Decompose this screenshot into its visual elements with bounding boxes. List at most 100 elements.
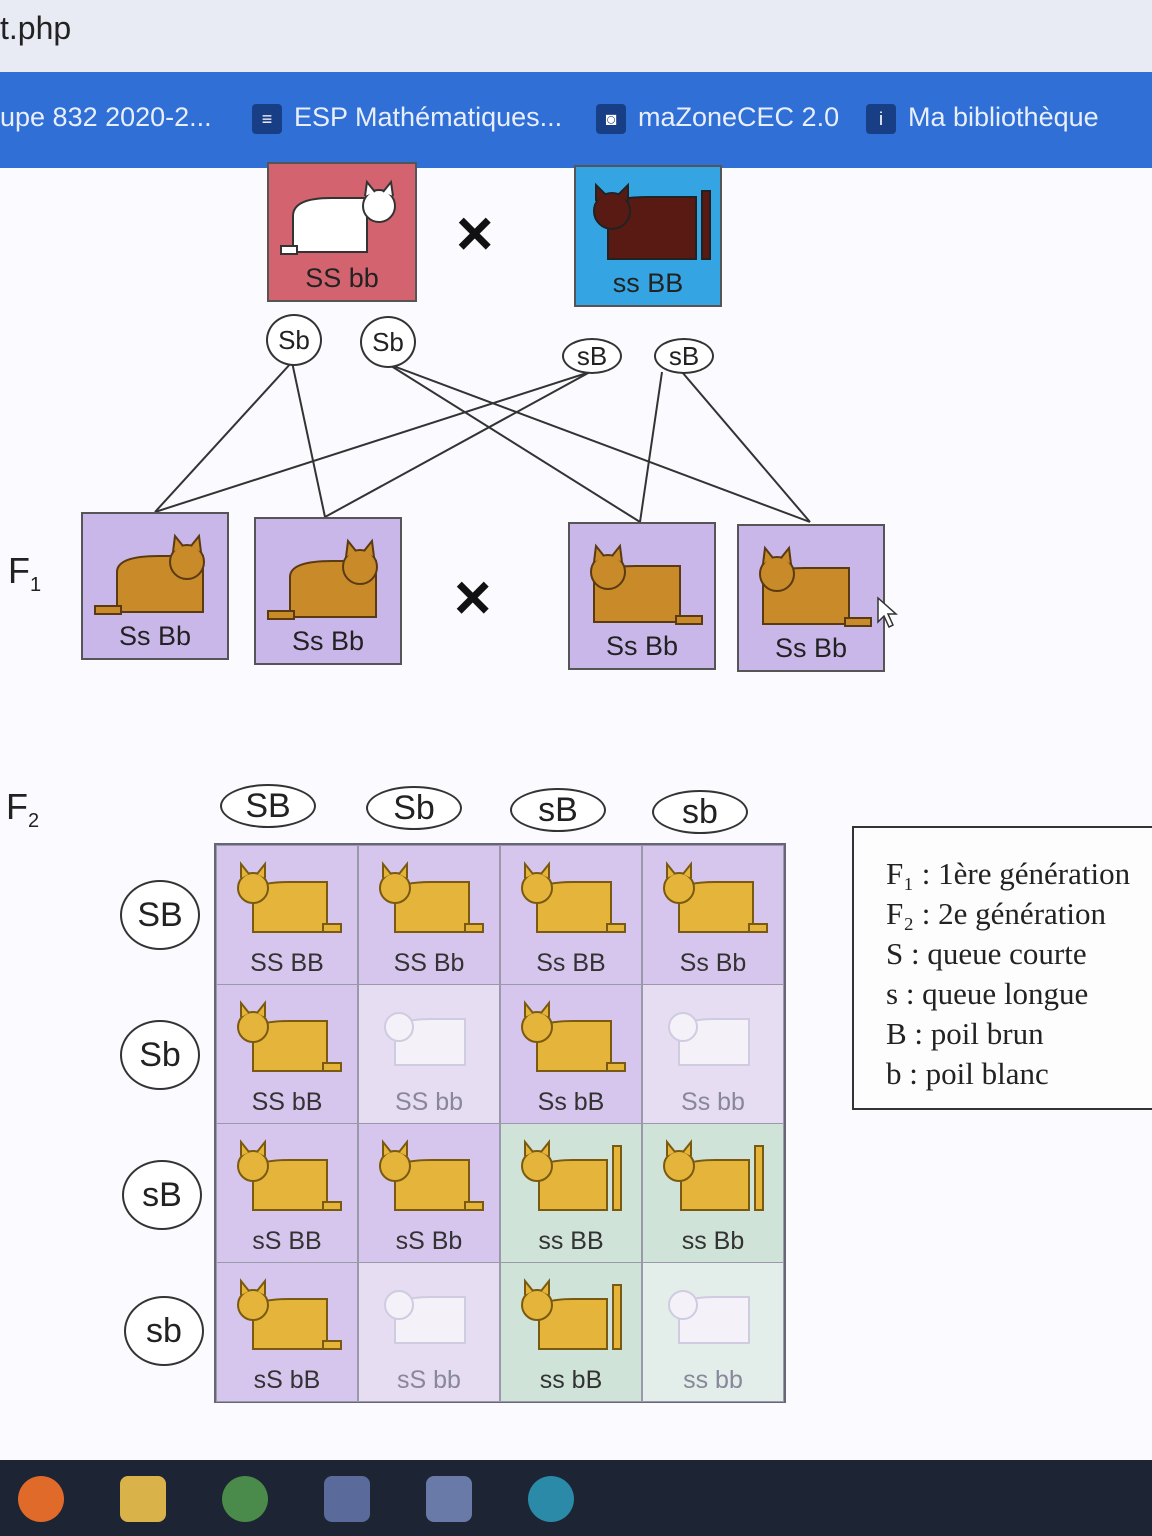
dark-cat-icon <box>593 182 711 260</box>
camera-icon: ◙ <box>596 103 626 134</box>
gold-cat-long-tail-icon <box>663 1139 764 1211</box>
gold-cat-long-tail-icon <box>521 1278 622 1350</box>
genotype-label: ss bb <box>683 1366 743 1394</box>
gold-cat-long-tail-icon <box>521 1139 622 1211</box>
punnett-cell: sS bB <box>216 1262 358 1402</box>
punnett-cell: ss Bb <box>642 1123 784 1263</box>
gold-cat-short-tail-icon <box>237 1278 342 1350</box>
genotype-label: sS bB <box>253 1366 321 1394</box>
genotype-label: Ss Bb <box>679 949 747 977</box>
genotype-label: Ss Bb <box>605 631 679 661</box>
punnett-cell: ss BB <box>500 1123 642 1263</box>
firefox-icon[interactable] <box>18 1476 64 1522</box>
cross-symbol: × <box>456 197 494 269</box>
gamete-col-sb: sb <box>652 790 748 834</box>
genotype-label: Ss BB <box>536 949 606 977</box>
f1-card: Ss Bb <box>568 522 716 670</box>
genotype-label: ss BB <box>612 268 684 298</box>
genotype-label: SS bb <box>305 263 379 293</box>
punnett-cell: ss bb <box>642 1262 784 1402</box>
page-url[interactable]: t.php <box>0 10 72 46</box>
gamete-parent-sb-2: Sb <box>360 316 416 368</box>
f1-card: Ss Bb <box>737 524 885 672</box>
legend-item: b : poil blanc <box>886 1056 1049 1091</box>
library-icon: i <box>866 103 896 134</box>
legend-item: F₂ : 2e génération <box>886 896 1106 931</box>
gamete-row-Sb: Sb <box>120 1020 200 1090</box>
bookmark-mazonecec[interactable]: ◙ maZoneCEC 2.0 <box>596 102 839 134</box>
punnett-cell: SS Bb <box>358 845 500 985</box>
mouse-cursor-icon <box>877 596 898 629</box>
f1-card: Ss Bb <box>81 512 229 660</box>
genotype-label: ss Bb <box>681 1227 745 1255</box>
brown-cat-icon <box>267 538 378 620</box>
faded-cat-icon <box>384 1290 466 1344</box>
punnett-cell: ss bB <box>500 1262 642 1402</box>
bookmark-esp-mathematiques[interactable]: ≡ESP Mathématiques... <box>252 102 562 134</box>
genotype-label: SS bB <box>251 1088 323 1116</box>
punnett-cell: SS bB <box>216 984 358 1124</box>
browser-titlebar: t.php <box>0 0 1152 72</box>
punnett-cell: Ss bB <box>500 984 642 1124</box>
legend-item: F₁ : 1ère génération <box>886 856 1131 891</box>
gamete-col-sB: sB <box>510 788 606 832</box>
faded-cat-icon <box>384 1012 466 1066</box>
chrome-icon[interactable] <box>222 1476 268 1522</box>
folder-icon[interactable] <box>120 1476 166 1522</box>
gamete-col-SB: SB <box>220 784 316 828</box>
genotype-label: Ss bb <box>681 1088 745 1116</box>
gamete-row-sb: sb <box>124 1296 204 1366</box>
faded-cat-icon <box>668 1012 750 1066</box>
app-icon[interactable] <box>426 1476 472 1522</box>
legend-item: B : poil brun <box>886 1016 1044 1051</box>
parent-card-right: ss BB <box>574 165 722 307</box>
gamete-parent-sB-1: sB <box>562 338 622 374</box>
gold-cat-short-tail-icon <box>237 1000 342 1072</box>
bookmark-label: Ma bibliothèque <box>908 102 1099 132</box>
punnett-cell: Ss Bb <box>642 845 784 985</box>
genotype-label: Ss Bb <box>291 626 365 656</box>
list-icon: ≡ <box>252 103 282 134</box>
f2-label: F2 <box>6 786 40 833</box>
genotype-label: sS Bb <box>395 1227 463 1255</box>
bookmark-ma-bibliotheque[interactable]: i Ma bibliothèque <box>866 102 1099 134</box>
gold-cat-short-tail-icon <box>521 1000 626 1072</box>
bookmarks-bar: upe 832 2020-2... ≡ESP Mathématiques... … <box>0 72 1152 168</box>
genotype-label: Ss Bb <box>774 633 848 663</box>
punnett-cell: sS bb <box>358 1262 500 1402</box>
genotype-label: Ss bB <box>537 1088 605 1116</box>
punnett-cell: SS BB <box>216 845 358 985</box>
store-icon[interactable] <box>324 1476 370 1522</box>
genotype-label: SS bb <box>394 1088 464 1116</box>
bookmark-group[interactable]: upe 832 2020-2... <box>0 102 212 133</box>
gold-cat-short-tail-icon <box>379 861 484 933</box>
gamete-row-sB: sB <box>122 1160 202 1230</box>
bookmark-label: maZoneCEC 2.0 <box>638 102 840 132</box>
legend-item: S : queue courte <box>886 936 1087 971</box>
punnett-cell: sS BB <box>216 1123 358 1263</box>
genotype-label: sS BB <box>252 1227 322 1255</box>
gold-cat-short-tail-icon <box>237 1139 342 1211</box>
gold-cat-short-tail-icon <box>237 861 342 933</box>
gamete-col-Sb: Sb <box>366 786 462 830</box>
gamete-parent-sb-1: Sb <box>266 314 322 366</box>
genotype-label: ss bB <box>539 1366 603 1394</box>
brown-cat-icon <box>590 543 703 625</box>
white-cat-icon <box>280 179 396 255</box>
punnett-cell: Ss BB <box>500 845 642 985</box>
faded-cat-icon <box>668 1290 750 1344</box>
gamete-parent-sB-2: sB <box>654 338 714 374</box>
brown-cat-icon <box>94 533 205 615</box>
punnett-cell: sS Bb <box>358 1123 500 1263</box>
genotype-label: SS Bb <box>393 949 465 977</box>
parent-card-left: SS bb <box>267 162 417 302</box>
gold-cat-short-tail-icon <box>379 1139 484 1211</box>
genotype-label: SS BB <box>250 949 324 977</box>
f1-card: Ss Bb <box>254 517 402 665</box>
genotype-label: Ss Bb <box>118 621 192 651</box>
gold-cat-short-tail-icon <box>663 861 768 933</box>
edge-icon[interactable] <box>528 1476 574 1522</box>
genotype-label: sS bb <box>397 1366 461 1394</box>
gamete-row-SB: SB <box>120 880 200 950</box>
